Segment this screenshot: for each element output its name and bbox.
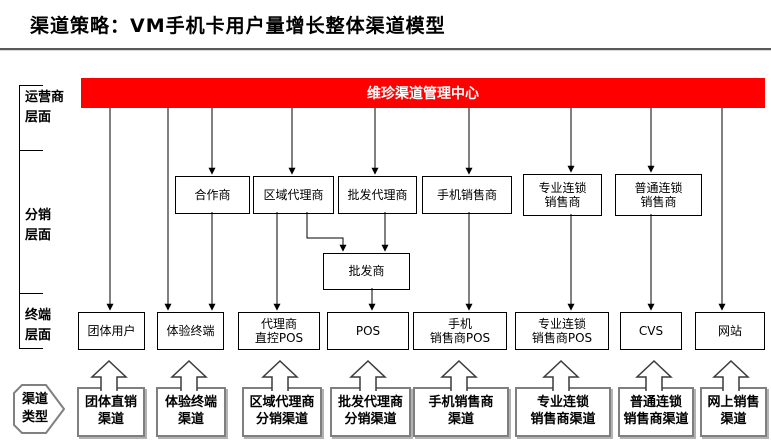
box-wholesaler: 批发商 [323, 253, 410, 290]
channel-experience-terminal: 体验终端 渠道 [156, 387, 226, 437]
title-divider [0, 48, 771, 51]
box-phone-seller-pos: 手机 销售商POS [413, 312, 507, 350]
layer-bracket-tick-bottom [19, 348, 43, 349]
channel-wholesale-agent: 批发代理商 分销渠道 [330, 387, 411, 437]
box-ordinary-chain: 普通连锁 销售商 [615, 174, 702, 216]
box-group-users: 团体用户 [78, 312, 145, 350]
layer-bracket-tick-3 [19, 293, 43, 294]
layer-label-distribution: 分销 层面 [25, 208, 52, 243]
box-agent-direct-pos: 代理商 直控POS [238, 312, 320, 350]
channel-regional-agent: 区域代理商 分销渠道 [242, 387, 322, 437]
box-regional-agent: 区域代理商 [253, 176, 334, 214]
arrow-regional-agent-to-wholesaler [306, 212, 347, 252]
box-website: 网站 [695, 312, 765, 350]
box-experience-terminal: 体验终端 [157, 312, 224, 350]
channel-online-sales: 网上销售 渠道 [700, 387, 767, 437]
box-pos: POS [327, 312, 409, 350]
channel-type-chevron: 渠道 类型 [13, 384, 66, 434]
chevron-shape-icon [13, 384, 66, 434]
box-professional-chain-pos: 专业连锁 销售商POS [515, 312, 609, 350]
channel-group-direct: 团体直销 渠道 [77, 387, 145, 437]
layer-bracket-tick-top [19, 85, 43, 86]
layer-bracket-vertical [19, 85, 20, 348]
box-phone-seller: 手机销售商 [422, 176, 512, 214]
box-cvs: CVS [620, 312, 682, 350]
channel-ordinary-chain: 普通连锁 销售商渠道 [618, 387, 694, 437]
page-title: 渠道策略：VM手机卡用户量增长整体渠道模型 [30, 15, 446, 37]
channel-phone-seller: 手机销售商 渠道 [413, 387, 509, 437]
layer-label-terminal: 终端 层面 [25, 308, 52, 343]
management-center-banner: 维珍渠道管理中心 [81, 78, 765, 108]
layer-bracket-tick-2 [19, 150, 43, 151]
layer-label-operator: 运营商 层面 [25, 90, 65, 125]
box-professional-chain: 专业连锁 销售商 [523, 174, 602, 216]
channel-professional-chain: 专业连锁 销售商渠道 [515, 387, 611, 437]
layer-label-channel-type: 渠道 类型 [21, 391, 48, 425]
box-wholesale-agent: 批发代理商 [338, 176, 417, 214]
box-partner: 合作商 [175, 176, 250, 214]
